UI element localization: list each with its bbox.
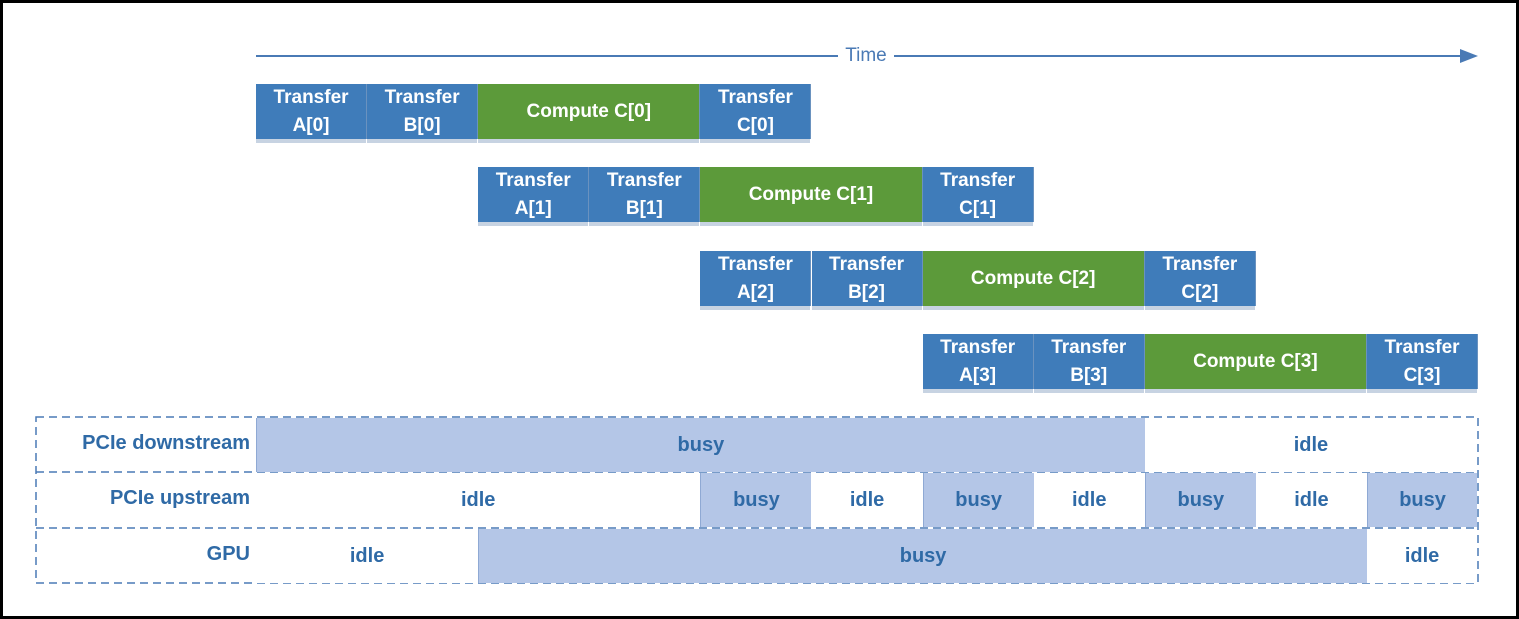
block-label: Transfer A[0] bbox=[273, 86, 349, 136]
block-shadow bbox=[367, 139, 478, 143]
transfer-block: Transfer A[1] bbox=[478, 167, 590, 226]
block-shadow bbox=[922, 306, 1144, 310]
status-segment-idle: idle bbox=[256, 529, 479, 583]
status-table-outline bbox=[35, 416, 1479, 584]
status-segment-busy: busy bbox=[1144, 473, 1256, 527]
compute-block: Compute C[3] bbox=[1144, 334, 1367, 393]
block-shadow bbox=[1144, 306, 1255, 310]
block-label: Transfer A[3] bbox=[940, 336, 1016, 386]
block-label: Compute C[0] bbox=[526, 100, 652, 122]
block-label: Transfer B[1] bbox=[606, 169, 682, 219]
block-label: Transfer B[3] bbox=[1051, 336, 1127, 386]
block-label: Transfer B[0] bbox=[384, 86, 460, 136]
status-segment-idle: idle bbox=[811, 473, 923, 527]
status-segment-busy: busy bbox=[478, 529, 1367, 583]
transfer-block: Transfer A[3] bbox=[922, 334, 1034, 393]
transfer-block: Transfer A[0] bbox=[256, 84, 368, 143]
block-label: Transfer A[1] bbox=[495, 169, 571, 219]
status-segment-idle: idle bbox=[1255, 473, 1367, 527]
block-label: Transfer A[2] bbox=[717, 253, 793, 303]
status-segment-busy: busy bbox=[256, 418, 1145, 472]
block-shadow bbox=[700, 139, 811, 143]
block-label: Transfer C[0] bbox=[717, 86, 793, 136]
block-shadow bbox=[811, 306, 922, 310]
status-row-label: PCIe upstream bbox=[109, 487, 250, 509]
block-shadow bbox=[1367, 389, 1478, 393]
block-shadow bbox=[256, 139, 367, 143]
block-shadow bbox=[1033, 389, 1144, 393]
transfer-block: Transfer C[0] bbox=[700, 84, 812, 143]
transfer-block: Transfer C[3] bbox=[1367, 334, 1479, 393]
block-shadow bbox=[478, 222, 589, 226]
status-segment-busy: busy bbox=[1367, 473, 1478, 527]
block-label: Transfer C[2] bbox=[1162, 253, 1238, 303]
block-label: Compute C[2] bbox=[970, 267, 1096, 289]
block-label: Transfer B[2] bbox=[829, 253, 905, 303]
block-label: Compute C[1] bbox=[748, 183, 874, 205]
status-segment-idle: idle bbox=[1144, 418, 1478, 472]
block-shadow bbox=[589, 222, 700, 226]
transfer-block: Transfer B[1] bbox=[589, 167, 701, 226]
transfer-block: Transfer B[2] bbox=[811, 251, 923, 310]
compute-block: Compute C[0] bbox=[478, 84, 701, 143]
block-label: Transfer C[3] bbox=[1384, 336, 1460, 386]
status-segment-idle: idle bbox=[1033, 473, 1145, 527]
transfer-block: Transfer C[2] bbox=[1144, 251, 1256, 310]
block-shadow bbox=[478, 139, 700, 143]
block-shadow bbox=[700, 222, 922, 226]
block-shadow bbox=[1144, 389, 1366, 393]
block-label: Compute C[3] bbox=[1193, 350, 1318, 372]
status-row-label: PCIe downstream bbox=[82, 432, 250, 454]
transfer-block: Transfer B[0] bbox=[367, 84, 479, 143]
transfer-block: Transfer B[3] bbox=[1033, 334, 1145, 393]
status-segment-idle: idle bbox=[1367, 529, 1478, 583]
block-label: Transfer C[1] bbox=[940, 169, 1016, 219]
block-shadow bbox=[922, 222, 1033, 226]
status-segment-idle: idle bbox=[256, 473, 701, 527]
status-segment-busy: busy bbox=[700, 473, 812, 527]
compute-block: Compute C[1] bbox=[700, 167, 923, 226]
time-axis-arrowhead bbox=[1460, 49, 1478, 63]
transfer-block: Transfer A[2] bbox=[700, 251, 812, 310]
transfer-block: Transfer C[1] bbox=[922, 167, 1034, 226]
status-segment-busy: busy bbox=[922, 473, 1034, 527]
status-row-label: GPU bbox=[206, 543, 250, 565]
block-shadow bbox=[922, 389, 1033, 393]
time-axis-label: Time bbox=[838, 45, 894, 67]
block-shadow bbox=[700, 306, 811, 310]
compute-block: Compute C[2] bbox=[922, 251, 1145, 310]
